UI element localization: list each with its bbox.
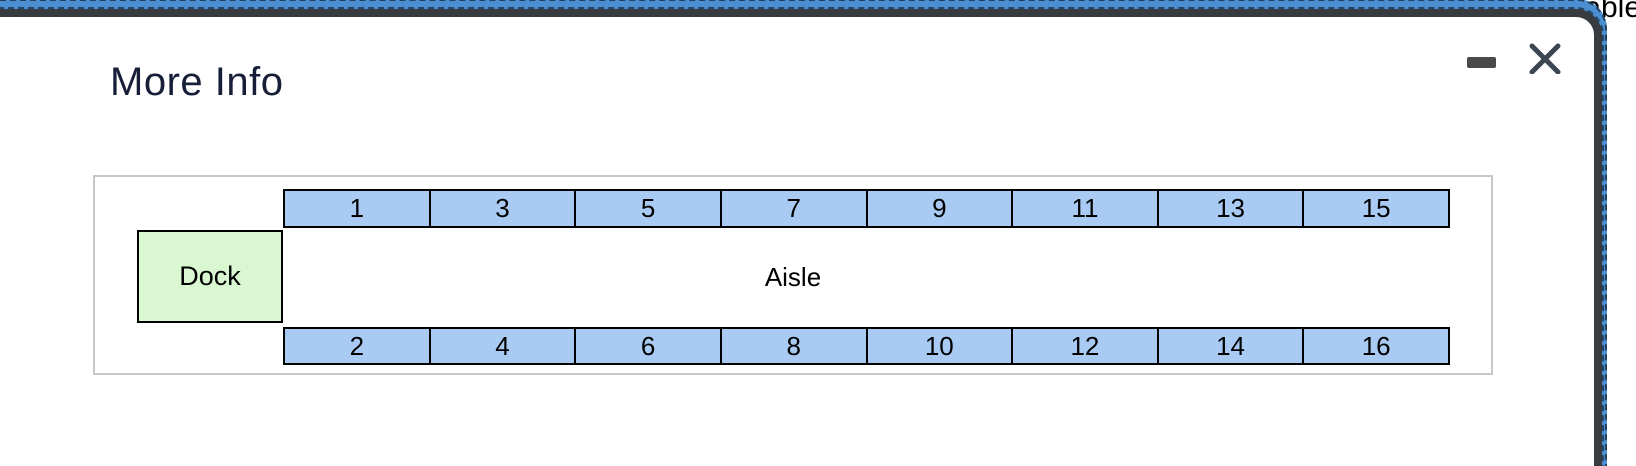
close-button[interactable] (1524, 36, 1566, 78)
rack-slot: 1 (283, 189, 431, 228)
rack-slot: 6 (574, 327, 722, 365)
rack-slot: 11 (1011, 189, 1159, 228)
rack-slot: 15 (1302, 189, 1450, 228)
rack-slot: 8 (719, 327, 868, 365)
rack-slot: 7 (719, 189, 868, 228)
rack-slot: 13 (1156, 189, 1305, 228)
dock-box: Dock (137, 230, 283, 323)
rack-slot: 12 (1011, 327, 1159, 365)
rack-slot: 16 (1302, 327, 1450, 365)
close-icon (1529, 43, 1561, 74)
rack-slot: 5 (574, 189, 722, 228)
dialog-title: More Info (110, 60, 284, 104)
rack-slot: 9 (865, 189, 1014, 228)
aisle-label: Aisle (764, 261, 822, 292)
rack-slot: 10 (865, 327, 1014, 365)
minimize-button[interactable] (1460, 44, 1502, 80)
minimize-icon (1466, 56, 1496, 68)
rack-slot: 4 (428, 327, 577, 365)
rack-slot: 14 (1156, 327, 1305, 365)
rack-slot: 2 (283, 327, 431, 365)
rack-slot: 3 (428, 189, 577, 228)
